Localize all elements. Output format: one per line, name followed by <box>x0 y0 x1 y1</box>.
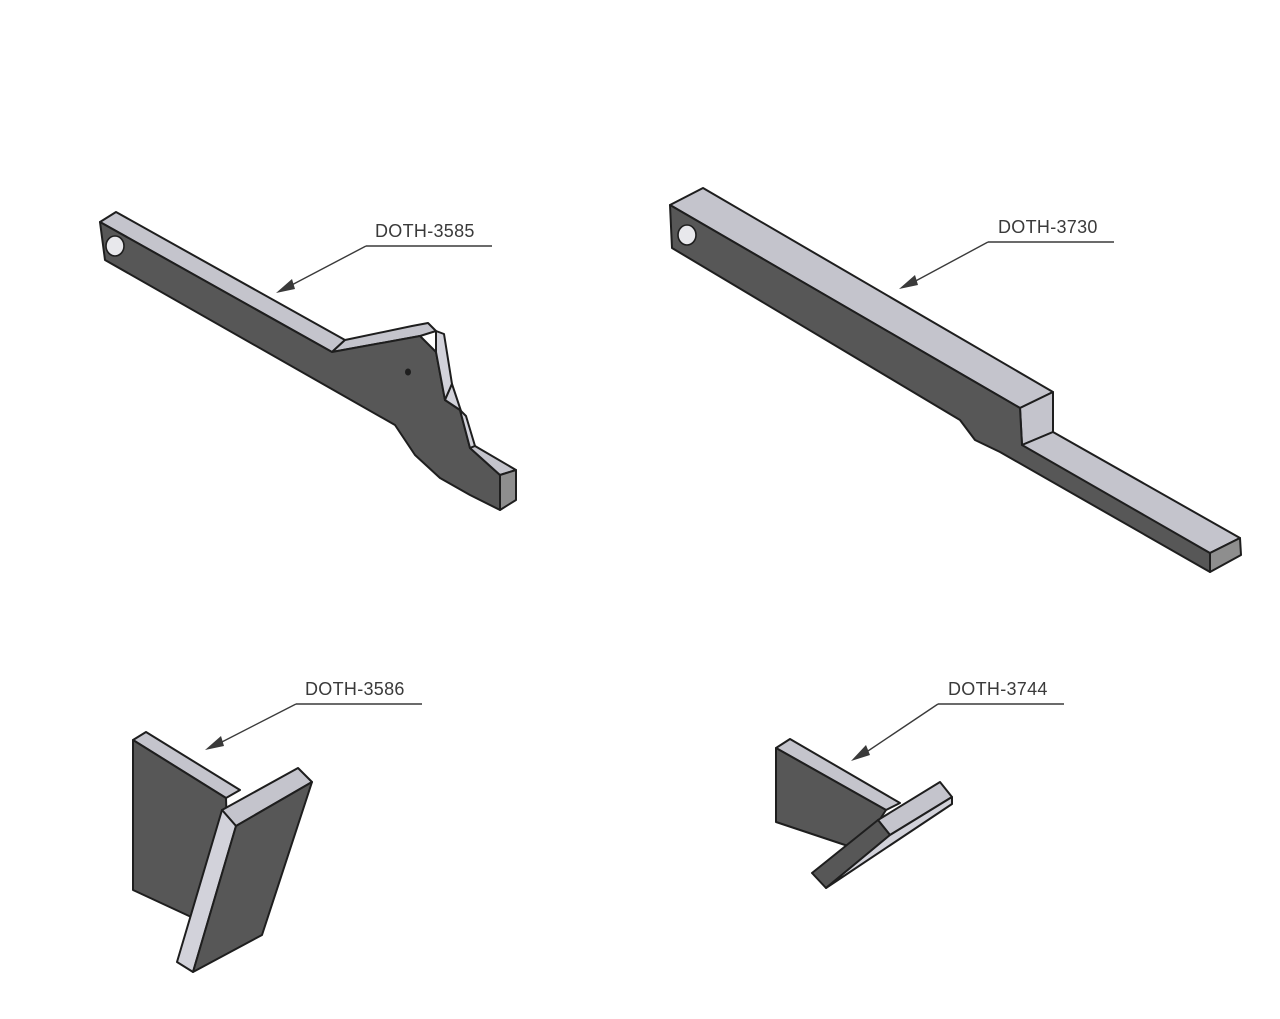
thin-bar-end-face <box>1209 537 1242 573</box>
callout-doth-3586: DOTH-3586 <box>205 679 422 750</box>
leader-line <box>215 703 297 746</box>
angled-plate-face <box>192 781 313 973</box>
leader-line <box>861 703 939 756</box>
callout-doth-3744: DOTH-3744 <box>851 679 1064 761</box>
part-label-doth-3585: DOTH-3585 <box>375 221 475 241</box>
part-doth-3586 <box>132 731 313 973</box>
end-front-face <box>499 469 517 511</box>
part-label-doth-3730: DOTH-3730 <box>998 217 1098 237</box>
angled-plate-edge-face <box>825 796 953 889</box>
arm-top-face <box>99 211 346 353</box>
leader-line <box>909 241 989 285</box>
pin-hole-icon <box>405 368 411 376</box>
arrow-head-icon <box>276 279 295 293</box>
bar-top-face <box>669 187 1054 409</box>
part-doth-3585 <box>99 211 517 511</box>
part-doth-3744 <box>775 738 953 889</box>
thin-bar-top-face <box>1021 431 1241 554</box>
part-doth-3730 <box>669 187 1242 573</box>
pivot-hole-icon <box>105 235 125 257</box>
arrow-head-icon <box>205 736 224 750</box>
pivot-hole-icon <box>677 224 697 246</box>
bar-side-face <box>669 204 1211 573</box>
part-label-doth-3586: DOTH-3586 <box>305 679 405 699</box>
part-label-doth-3744: DOTH-3744 <box>948 679 1048 699</box>
leader-line <box>285 245 367 289</box>
arrow-head-icon <box>899 275 918 289</box>
callout-doth-3730: DOTH-3730 <box>899 217 1114 289</box>
callout-doth-3585: DOTH-3585 <box>276 221 492 293</box>
arrow-head-icon <box>851 745 870 761</box>
